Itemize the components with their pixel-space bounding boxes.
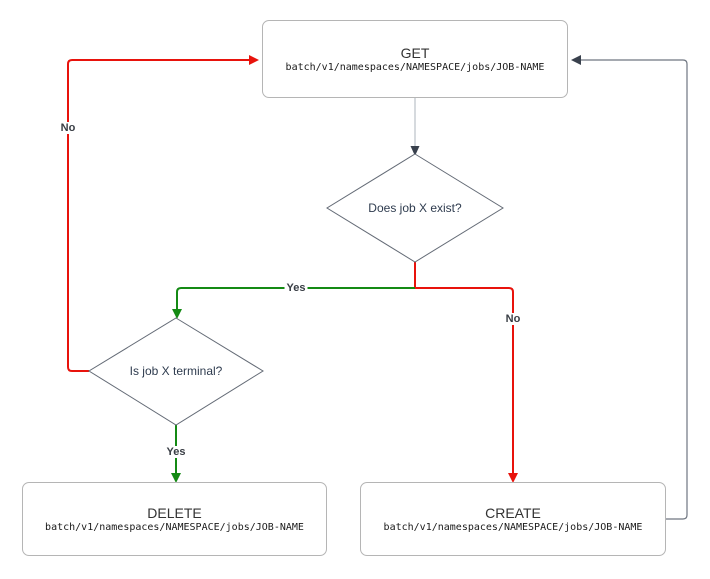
- create-node-path: batch/v1/namespaces/NAMESPACE/jobs/JOB-N…: [383, 521, 643, 533]
- arrowhead-exists-no: [508, 473, 518, 483]
- create-node-title: CREATE: [485, 504, 541, 521]
- get-node-title: GET: [400, 44, 430, 61]
- edge-exists-yes: [176, 287, 415, 309]
- edge-label-exists-no: No: [503, 313, 523, 325]
- terminal-decision-shape: [88, 317, 264, 426]
- delete-node-title: DELETE: [147, 504, 202, 521]
- arrowhead-terminal-no: [249, 55, 259, 65]
- arrowhead-get-to-exists: [410, 146, 420, 156]
- get-node-path: batch/v1/namespaces/NAMESPACE/jobs/JOB-N…: [285, 61, 545, 73]
- arrowhead-exists-yes: [172, 309, 182, 319]
- edge-label-terminal-yes: Yes: [164, 446, 188, 458]
- delete-node-path: batch/v1/namespaces/NAMESPACE/jobs/JOB-N…: [45, 521, 304, 533]
- exists-decision-label: Does job X exist?: [368, 201, 462, 215]
- edge-label-exists-yes: Yes: [284, 282, 308, 294]
- edge-label-terminal-no: No: [58, 122, 78, 134]
- terminal-decision-label: Is job X terminal?: [129, 364, 223, 378]
- create-node: CREATE batch/v1/namespaces/NAMESPACE/job…: [360, 482, 666, 556]
- get-node: GET batch/v1/namespaces/NAMESPACE/jobs/J…: [262, 20, 568, 98]
- edge-terminal-no: [67, 59, 249, 372]
- arrowhead-terminal-yes: [171, 473, 181, 483]
- edge-exists-no: [415, 287, 514, 473]
- edge-create-to-get: [581, 59, 688, 520]
- delete-node: DELETE batch/v1/namespaces/NAMESPACE/job…: [22, 482, 327, 556]
- exists-decision-shape: [326, 153, 504, 263]
- arrowhead-create-to-get: [571, 55, 581, 65]
